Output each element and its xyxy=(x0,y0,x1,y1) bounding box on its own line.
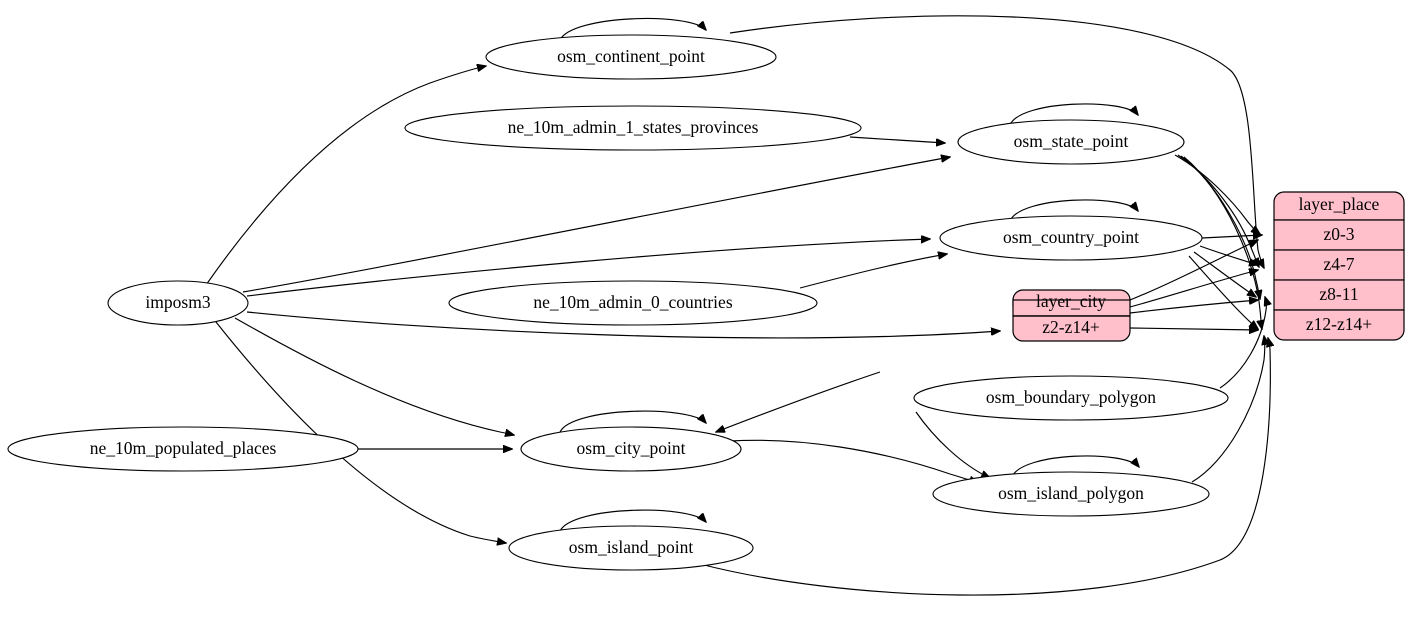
edge-osm_boundary_polygon-layer_place xyxy=(1219,297,1266,389)
node-label-osm_boundary_polygon: osm_boundary_polygon xyxy=(986,387,1156,407)
edge-self-osm_state_point xyxy=(1009,103,1138,126)
node-label-ne_10m_admin_1_states_provinces: ne_10m_admin_1_states_provinces xyxy=(508,117,759,137)
layer_place-cell-z12-bg xyxy=(1273,309,1405,341)
edge-self-osm_island_point xyxy=(559,509,706,532)
edge-imposm3-osm_city_point xyxy=(234,317,514,435)
edge-imposm3-osm_state_point xyxy=(242,157,950,293)
node-osm_state_point[interactable]: osm_state_point xyxy=(957,119,1185,165)
edge-ne_10m_admin_1_states_provinces-osm_state_point xyxy=(849,136,945,143)
edge-osm_country_point-layer_place-z4-7 xyxy=(1199,245,1258,265)
node-osm_boundary_polygon[interactable]: osm_boundary_polygon xyxy=(913,375,1229,421)
record-node-layer: layer_city z2-z14+ layer_place z0-3 z4-7… xyxy=(1012,191,1405,342)
node-ne_10m_admin_0_countries[interactable]: ne_10m_admin_0_countries xyxy=(448,280,818,326)
node-osm_city_point[interactable]: osm_city_point xyxy=(520,426,742,472)
edge-self-osm_country_point xyxy=(1009,199,1138,222)
edge-layer_city-layer_place-z8-11 xyxy=(1129,300,1258,314)
node-label-osm_continent_point: osm_continent_point xyxy=(557,46,705,66)
layer_place-cell-z8-11-bg xyxy=(1273,279,1405,311)
edge-imposm3-osm_island_point xyxy=(215,321,506,543)
node-label-ne_10m_populated_places: ne_10m_populated_places xyxy=(90,438,277,458)
edge-self-osm_city_point xyxy=(559,410,706,433)
edge-osm_country_point-layer_place-z12 xyxy=(1188,255,1258,329)
node-label-imposm3: imposm3 xyxy=(145,292,210,312)
layer_city-title-label: layer_city xyxy=(1036,291,1106,311)
edge-layer xyxy=(205,15,1270,596)
layer_city-row-z2-z14-label: z2-z14+ xyxy=(1042,317,1100,337)
node-label-osm_state_point: osm_state_point xyxy=(1014,131,1129,151)
edge-layer_city-layer_place-z12 xyxy=(1129,328,1258,330)
node-osm_island_point[interactable]: osm_island_point xyxy=(508,525,754,571)
node-label-osm_city_point: osm_city_point xyxy=(577,438,686,458)
edge-layer_city-layer_place-z0-3 xyxy=(1129,240,1258,301)
edge-self-osm_continent_point xyxy=(559,17,706,41)
node-label-osm_island_point: osm_island_point xyxy=(569,537,694,557)
node-osm_island_polygon[interactable]: osm_island_polygon xyxy=(932,471,1210,517)
edge-osm_city_point-osm_island_polygon xyxy=(729,439,978,483)
layer_place-row-z12-z14-label: z12-z14+ xyxy=(1306,314,1372,334)
record-node-layer_city[interactable]: layer_city z2-z14+ xyxy=(1012,289,1131,342)
edge-layer_city-layer_place-z4-7 xyxy=(1129,270,1258,308)
edge-imposm3-osm_continent_point xyxy=(205,66,486,286)
edge-osm_island_point-layer_place xyxy=(699,338,1270,596)
layer_place-cell-z0-3-bg xyxy=(1273,219,1405,251)
node-layer: osm_continent_point ne_10m_admin_1_state… xyxy=(7,34,1229,571)
node-imposm3[interactable]: imposm3 xyxy=(107,280,249,326)
edge-imposm3-layer_city xyxy=(246,311,1000,339)
node-osm_continent_point[interactable]: osm_continent_point xyxy=(485,34,777,80)
edge-osm_country_point-layer_place-z8-11 xyxy=(1193,251,1256,297)
node-osm_country_point[interactable]: osm_country_point xyxy=(939,215,1203,261)
edge-imposm3-osm_country_point xyxy=(246,239,930,297)
record-node-layer_place[interactable]: layer_place z0-3 z4-7 z8-11 z12-z14+ xyxy=(1273,191,1405,341)
edge-osm_state_point-layer_place-z8-11 xyxy=(1180,155,1260,299)
edge-self-osm_island_polygon xyxy=(1011,455,1139,478)
node-ne_10m_populated_places[interactable]: ne_10m_populated_places xyxy=(7,426,359,472)
layer_place-row-z0-3-label: z0-3 xyxy=(1323,224,1354,244)
edge-osm_state_point-layer_place-z12 xyxy=(1183,156,1262,329)
edge-osm_country_point-layer_place-z0-3 xyxy=(1201,235,1262,238)
edge-osm_island_polygon-layer_place xyxy=(1191,336,1265,483)
layer_place-title-label: layer_place xyxy=(1299,194,1380,214)
layer_place-cell-z4-7-bg xyxy=(1273,249,1405,281)
node-label-ne_10m_admin_0_countries: ne_10m_admin_0_countries xyxy=(533,292,732,312)
node-ne_10m_admin_1_states_provinces[interactable]: ne_10m_admin_1_states_provinces xyxy=(404,105,862,151)
edge-osm_boundary_polygon-osm_island_polygon xyxy=(915,411,990,478)
layer_city-cell-z2-bg xyxy=(1012,315,1131,342)
layer_place-row-z4-7-label: z4-7 xyxy=(1323,254,1354,274)
edge-osm_continent_point-layer_place xyxy=(729,15,1264,268)
layer_place-row-z8-11-label: z8-11 xyxy=(1319,284,1358,304)
edge-ne_10m_admin_0_countries-osm_country_point xyxy=(799,254,947,289)
node-label-osm_country_point: osm_country_point xyxy=(1003,227,1139,247)
edge-extra-into-osm_city_point xyxy=(716,371,881,432)
node-label-osm_island_polygon: osm_island_polygon xyxy=(998,483,1144,503)
layer_place-cell-title-bg xyxy=(1273,191,1405,221)
